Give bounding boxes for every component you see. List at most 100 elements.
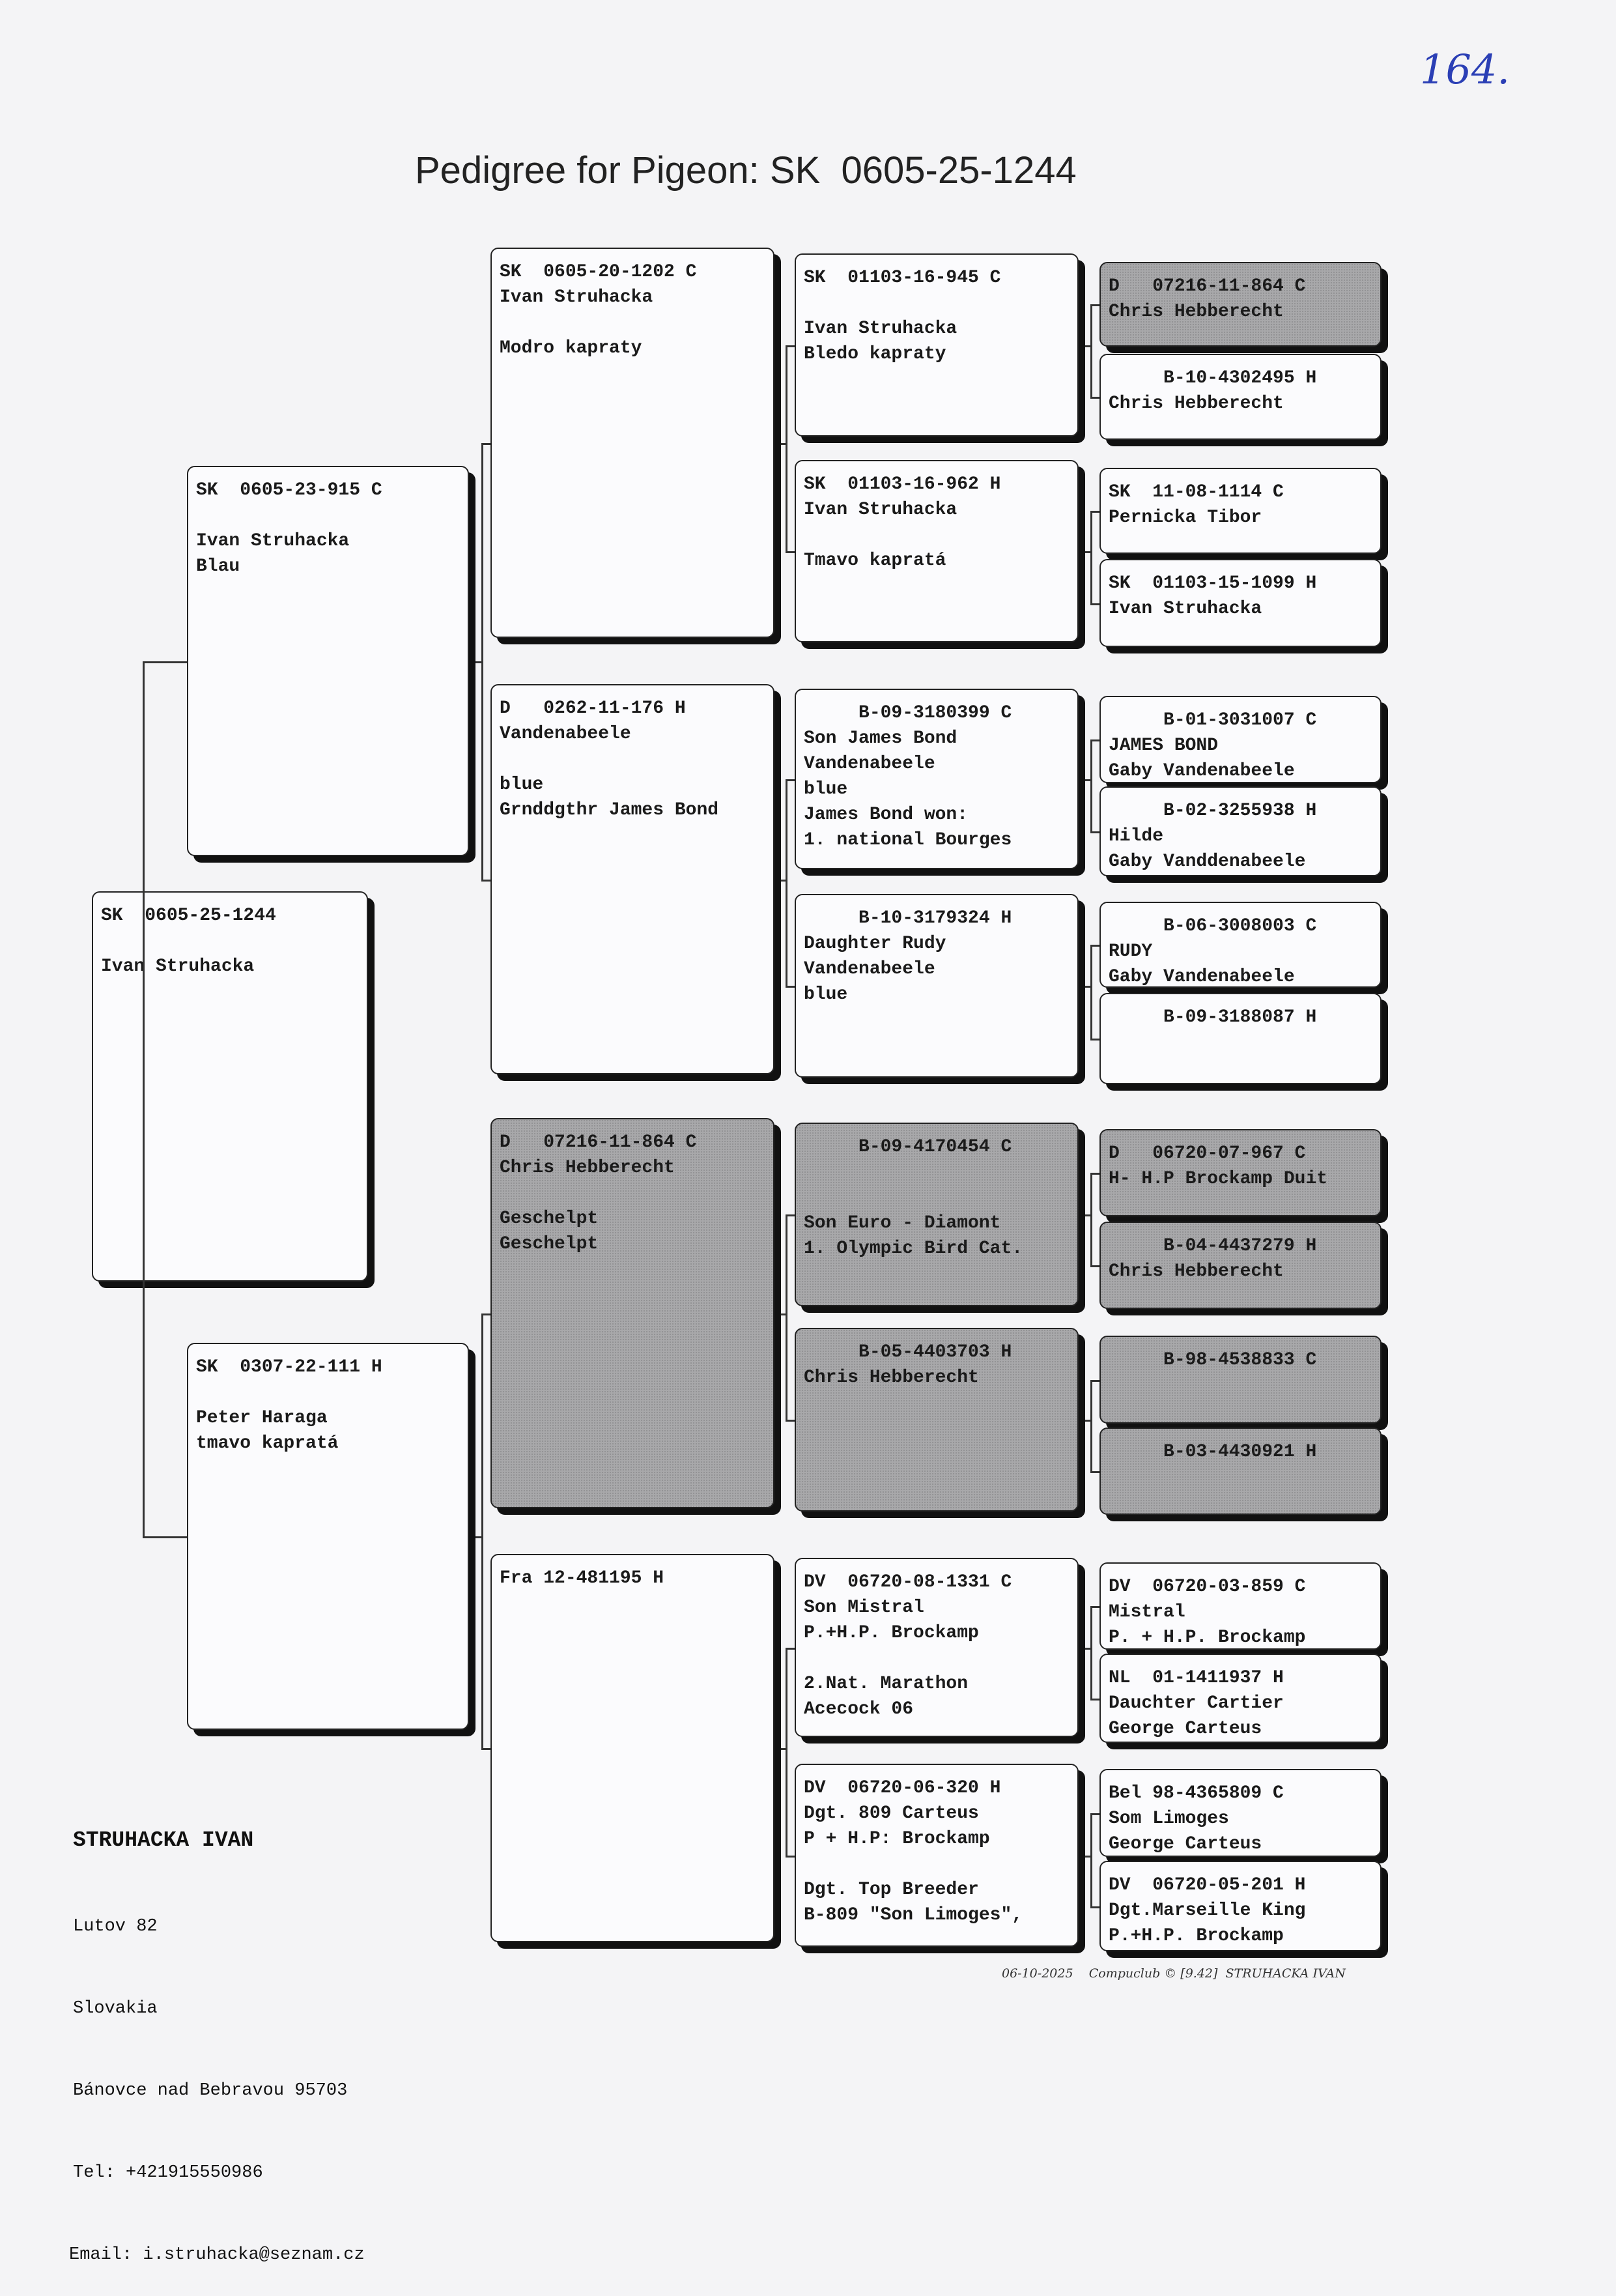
connector-line [1085,1855,1090,1858]
ring-number: B-04-4437279 H [1109,1236,1317,1256]
connector-line [786,1647,795,1650]
card-line: Ivan Struhacka [1109,599,1262,619]
card-line: JAMES BOND [1109,736,1219,756]
connector-line [786,1214,795,1216]
card-line: Son James Bond [804,728,957,749]
ring-number: B-03-4430921 H [1109,1442,1317,1462]
ring-number: SK 0605-25-1244 [101,906,276,926]
connector-line [1090,304,1099,306]
connector-line [1090,1606,1099,1608]
card-line [804,1852,1071,1877]
card-line: Blau [196,556,240,577]
connector-line [481,1313,483,1748]
connector-line [1085,1647,1090,1650]
ring-number: B-09-4170454 C [804,1137,1012,1157]
card-line [500,1181,767,1206]
card-line [804,1160,1071,1185]
connector-line [481,879,490,882]
connector-line [786,1855,795,1858]
connector-line [786,345,787,551]
connector-line [1090,1173,1099,1175]
connector-line [1085,345,1090,347]
ring-number: D 0262-11-176 H [500,698,686,719]
connector-line [781,1748,786,1750]
card-line: P. + H.P. Brockamp [1109,1628,1306,1648]
card-line: P.+H.P. Brockamp [804,1623,979,1643]
connector-line [786,551,795,553]
card-line: Chris Hebberecht [804,1368,979,1388]
card-line: Grnddgthr James Bond [500,800,719,820]
card-line: 1. national Bourges [804,830,1012,850]
card-line: Ivan Struhacka [196,531,350,551]
ring-number: B-10-3179324 H [804,908,1012,928]
footer-owner: STRUHACKA IVAN [1225,1966,1346,1981]
ring-number: SK 0605-23-915 C [196,480,382,500]
footer-software: Compuclub © [9.42] [1088,1966,1218,1981]
connector-line [481,442,490,445]
owner-city: Bánovce nad Bebravou 95703 [73,2081,348,2101]
connector-line [1085,551,1090,553]
connector-line [481,1748,490,1750]
ring-number: B-06-3008003 C [1109,916,1317,936]
ring-number: DV 06720-03-859 C [1109,1577,1306,1597]
ring-number: NL 01-1411937 H [1109,1668,1284,1688]
card-line: Daughter Rudy [804,934,946,954]
card-line: Gaby Vandenabeele [1109,761,1295,781]
card-line: Mistral [1109,1602,1185,1622]
card-line: Vandenabeele [500,724,631,744]
card-line: George Carteus [1109,1834,1262,1854]
card-line: Chris Hebberecht [1109,1261,1284,1282]
ring-number: B-05-4403703 H [804,1342,1012,1362]
connector-line [1090,397,1099,399]
card-line: James Bond won: [804,805,969,825]
ring-number: DV 06720-05-201 H [1109,1875,1306,1895]
connector-line [786,779,787,986]
connector-line [1090,945,1099,947]
connector-line [1090,945,1092,1039]
card-line: Acecock 06 [804,1699,914,1719]
connector-line [781,879,786,882]
connector-line [1090,1173,1092,1265]
ring-number: B-02-3255938 H [1109,801,1317,821]
card-line: Ivan Struhacka [804,319,957,339]
card-line: Vandenabeele [804,754,935,774]
ring-number: B-09-3180399 C [804,703,1012,723]
connector-line [1090,1039,1099,1040]
pedigree-card-gen5-10: B-04-4437279 H Chris Hebberecht [1099,1222,1382,1309]
connector-line [1090,511,1099,513]
card-line: Modro kapraty [500,338,642,358]
owner-address-block: STRUHACKA IVAN Lutov 82 Slovakia Bánovce… [69,1772,365,2296]
card-line [804,291,1071,316]
owner-country: Slovakia [73,1999,158,2018]
card-line: B-809 "Son Limoges", [804,1905,1023,1925]
connector-line [786,779,795,781]
pedigree-card-gen5-3: SK 11-08-1114 C Pernicka Tibor [1099,468,1382,554]
owner-street: Lutov 82 [73,1917,158,1936]
connector-line [481,1313,490,1315]
pedigree-card-gen5-13: DV 06720-03-859 C Mistral P. + H.P. Brocka… [1099,1562,1382,1650]
connector-line [1090,511,1092,603]
owner-phone: Tel: +421915550986 [73,2163,263,2183]
card-line: Som Limoges [1109,1809,1229,1829]
connector-line [1090,1906,1099,1908]
ring-number: SK 11-08-1114 C [1109,482,1284,502]
connector-line [475,1536,481,1538]
connector-line [1090,831,1099,833]
connector-line [143,661,187,663]
card-line: Pernicka Tibor [1109,508,1262,528]
card-line: Vandenabeele [804,959,935,979]
card-line: Geschelpt [500,1234,599,1254]
card-line: Dgt.Marseille King [1109,1901,1306,1921]
connector-line [1090,1698,1099,1700]
